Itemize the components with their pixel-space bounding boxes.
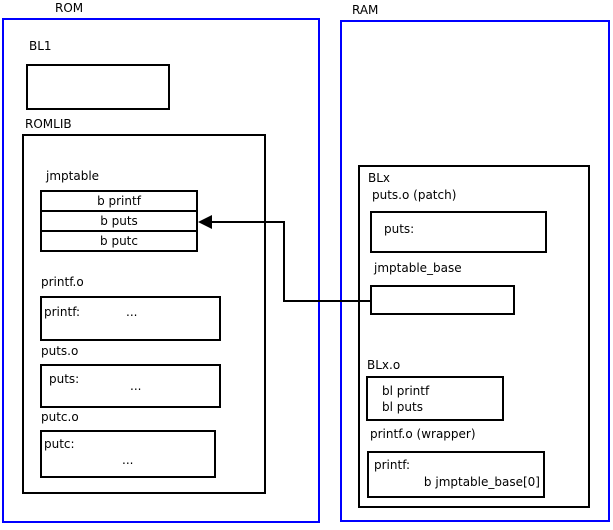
bl1-label: BL1 bbox=[29, 39, 52, 53]
blx-o-box: bl printf bl puts bbox=[366, 376, 504, 421]
printf-wrapper-symbol: printf: bbox=[374, 458, 411, 472]
puts-patch-label: puts.o (patch) bbox=[372, 188, 457, 202]
romlib-label: ROMLIB bbox=[25, 117, 72, 131]
printf-o-label: printf.o bbox=[41, 275, 84, 289]
jmptable-row-b-printf: b printf bbox=[40, 190, 198, 212]
printf-symbol: printf: bbox=[44, 305, 81, 319]
puts-symbol: puts: bbox=[49, 372, 80, 386]
jmptable-label: jmptable bbox=[46, 169, 100, 183]
blx-label: BLx bbox=[368, 171, 391, 185]
rom-title: ROM bbox=[55, 1, 84, 15]
puts-o-label: puts.o bbox=[41, 344, 79, 358]
jmptable-base-label: jmptable_base bbox=[374, 261, 462, 275]
puts-patch-box: puts: bbox=[370, 211, 547, 253]
puts-o-box: puts: ... bbox=[40, 364, 221, 408]
jmptable-row-b-putc: b putc bbox=[40, 230, 198, 252]
jmptable-base-box bbox=[370, 285, 515, 315]
putc-symbol: putc: bbox=[44, 437, 75, 451]
bl1-box bbox=[26, 64, 170, 110]
printf-body-ellipsis: ... bbox=[126, 305, 138, 319]
jmptable-row-b-puts: b puts bbox=[40, 210, 198, 232]
printf-wrapper-instruction: b jmptable_base[0] bbox=[423, 475, 540, 489]
printf-o-box: printf: ... bbox=[40, 296, 221, 341]
puts-patch-symbol: puts: bbox=[384, 222, 415, 236]
printf-wrapper-box: printf: b jmptable_base[0] bbox=[367, 451, 545, 498]
ram-title: RAM bbox=[352, 3, 379, 17]
blx-o-label: BLx.o bbox=[367, 358, 401, 372]
putc-body-ellipsis: ... bbox=[122, 453, 134, 467]
puts-body-ellipsis: ... bbox=[130, 379, 142, 393]
blx-o-line-bl-puts: bl puts bbox=[382, 400, 423, 414]
blx-o-line-bl-printf: bl printf bbox=[382, 384, 430, 398]
putc-o-label: putc.o bbox=[41, 410, 79, 424]
putc-o-box: putc: ... bbox=[40, 430, 216, 478]
printf-wrapper-label: printf.o (wrapper) bbox=[370, 427, 476, 441]
